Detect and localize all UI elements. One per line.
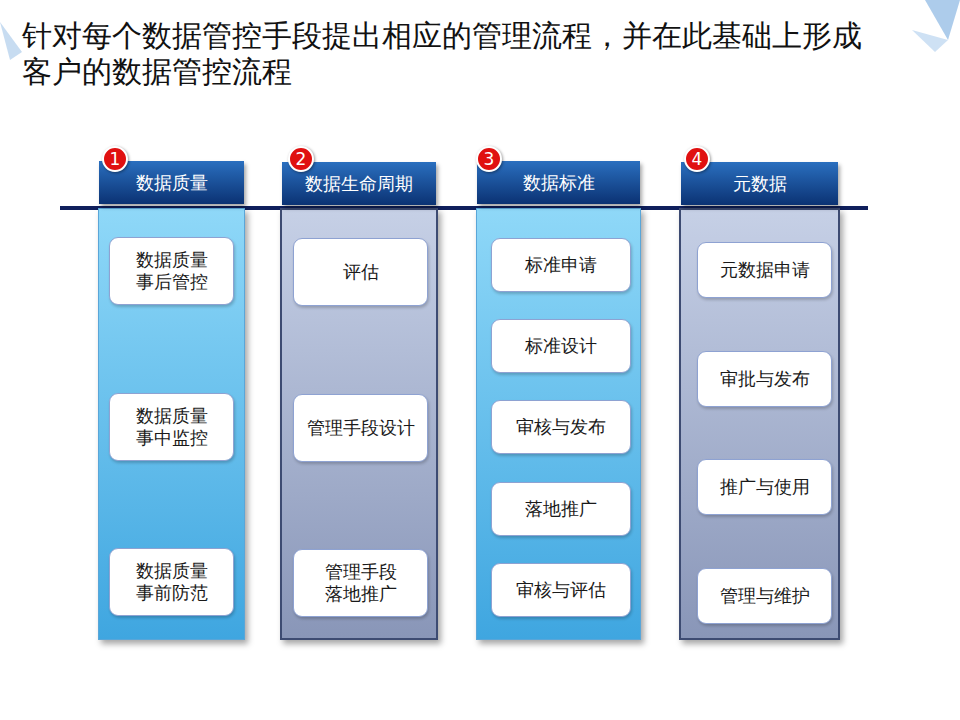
column-panel: 数据质量数据质量 事后管控数据质量 事中监控数据质量 事前防范: [98, 208, 245, 640]
process-box: 管理手段 落地推广: [293, 549, 428, 617]
callout-number: 3: [476, 146, 502, 172]
column-header: 数据标准: [477, 161, 640, 204]
box-label: 审批与发布: [720, 368, 810, 390]
box-label: 数据质量 事前防范: [118, 560, 225, 604]
callout-number: 1: [102, 146, 128, 172]
box-label: 标准申请: [525, 254, 597, 276]
box-label: 审核与发布: [516, 416, 606, 438]
column-panel: 数据标准标准申请标准设计审核与发布落地推广审核与评估: [476, 208, 641, 640]
process-box: 数据质量 事前防范: [109, 548, 234, 616]
process-box: 标准申请: [491, 238, 631, 292]
box-label: 落地推广: [525, 498, 597, 520]
box-label: 管理手段 落地推广: [302, 561, 419, 605]
process-box: 评估: [293, 238, 428, 306]
slide-title: 针对每个数据管控手段提出相应的管理流程，并在此基础上形成客户的数据管控流程: [22, 18, 882, 90]
process-box: 元数据申请: [697, 242, 832, 298]
corner-triangle: [912, 30, 948, 52]
process-box: 推广与使用: [697, 459, 832, 515]
box-label: 元数据申请: [720, 259, 810, 281]
process-box: 审核与评估: [491, 563, 631, 617]
process-box: 标准设计: [491, 319, 631, 373]
process-box: 管理手段设计: [293, 394, 428, 462]
box-label: 标准设计: [525, 335, 597, 357]
corner-triangle: [925, 0, 960, 40]
box-label: 推广与使用: [720, 476, 810, 498]
column-panel: 元数据元数据申请审批与发布推广与使用管理与维护: [679, 208, 840, 640]
box-label: 管理与维护: [720, 585, 810, 607]
box-label: 评估: [343, 261, 379, 283]
callout-number: 4: [684, 146, 710, 172]
box-label: 数据质量 事后管控: [118, 249, 225, 293]
box-label: 审核与评估: [516, 579, 606, 601]
process-box: 审批与发布: [697, 351, 832, 407]
callout-number: 2: [288, 146, 314, 172]
process-box: 落地推广: [491, 482, 631, 536]
process-box: 数据质量 事中监控: [109, 393, 234, 461]
process-box: 审核与发布: [491, 400, 631, 454]
box-label: 管理手段设计: [307, 417, 415, 439]
corner-triangle: [0, 22, 22, 60]
column-panel: 数据生命周期评估管理手段设计管理手段 落地推广: [280, 208, 438, 640]
box-label: 数据质量 事中监控: [118, 405, 225, 449]
process-box: 管理与维护: [697, 568, 832, 624]
process-box: 数据质量 事后管控: [109, 237, 234, 305]
